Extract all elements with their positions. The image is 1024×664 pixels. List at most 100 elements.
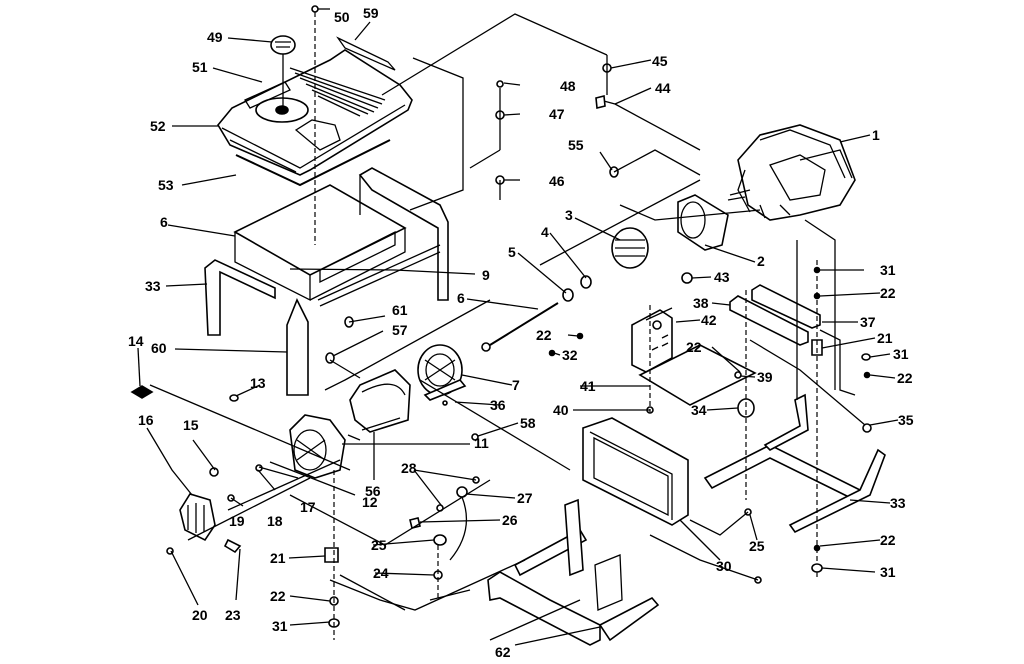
part-label: 45: [652, 53, 668, 69]
rotor: [611, 227, 649, 269]
part-label: 22: [880, 532, 896, 548]
part-labels: 50 59 49 51 52 53 6 33 9 61 57 60 14 13 …: [128, 5, 914, 660]
cradle-right-33: [703, 393, 886, 534]
tank-gasket: [235, 139, 391, 187]
part-label: 2: [757, 253, 765, 269]
part-label: 38: [693, 295, 709, 311]
end-grille-16: [179, 493, 216, 542]
part-label: 21: [877, 330, 893, 346]
stator-housing: [677, 194, 729, 251]
fuel-tank: [217, 36, 413, 176]
base-rail-37: [751, 284, 821, 329]
assembly-lines: [149, 13, 866, 641]
base-rail-38: [729, 295, 809, 346]
part-label: 34: [691, 402, 707, 418]
part-label: 22: [897, 370, 913, 386]
part-label: 31: [880, 262, 896, 278]
part-label: 11: [474, 435, 489, 451]
part-label: 32: [562, 347, 578, 363]
part-label: 24: [373, 565, 389, 581]
tank-tray: [233, 184, 407, 302]
part-label: 7: [512, 377, 520, 393]
part-label: 26: [502, 512, 518, 528]
part-label: 18: [267, 513, 283, 529]
part-label: 59: [363, 5, 379, 21]
washer-5: [562, 288, 574, 302]
part-label: 1: [872, 127, 880, 143]
brush-holder-14: [130, 385, 154, 399]
side-panel: [286, 298, 309, 396]
part-label: 19: [229, 513, 245, 529]
hardware: [166, 5, 872, 640]
part-label: 44: [655, 80, 671, 96]
part-label: 37: [860, 314, 876, 330]
part-label: 15: [183, 417, 199, 433]
cradle-left-62: [487, 498, 660, 646]
part-label: 6: [457, 290, 465, 306]
part-label: 35: [898, 412, 914, 428]
part-label: 3: [565, 207, 573, 223]
part-label: 14: [128, 333, 144, 349]
part-label: 58: [520, 415, 536, 431]
part-label: 31: [893, 346, 909, 362]
washer-4: [580, 275, 592, 289]
part-label: 36: [490, 397, 506, 413]
part-label: 47: [549, 106, 565, 122]
part-label: 22: [270, 588, 286, 604]
control-panel-42: [631, 307, 673, 373]
part-label: 46: [549, 173, 565, 189]
fuel-cap: [270, 35, 296, 108]
cover-56: [349, 369, 411, 433]
through-bolt: [481, 302, 559, 352]
part-label: 21: [270, 550, 286, 566]
part-label: 5: [508, 244, 516, 260]
part-label: 22: [880, 285, 896, 301]
part-label: 50: [334, 9, 350, 25]
part-label: 56: [365, 483, 381, 499]
part-label: 41: [580, 378, 596, 394]
part-label: 16: [138, 412, 154, 428]
muffler-30: [582, 417, 689, 526]
part-label: 31: [880, 564, 896, 580]
part-label: 6: [160, 214, 168, 230]
part-label: 43: [714, 269, 730, 285]
part-label: 23: [225, 607, 241, 623]
part-label: 60: [151, 340, 167, 356]
part-label: 28: [401, 460, 417, 476]
part-label: 39: [757, 369, 773, 385]
end-bell-7: [417, 344, 463, 396]
part-label: 12: [362, 494, 378, 510]
tank-vent-ribs: [289, 67, 386, 117]
part-label: 53: [158, 177, 174, 193]
part-label: 25: [371, 537, 387, 553]
part-label: 27: [517, 490, 533, 506]
part-label: 9: [482, 267, 490, 283]
fan-housing: [289, 414, 346, 479]
part-label: 49: [207, 29, 223, 45]
part-label: 20: [192, 607, 208, 623]
part-label: 17: [300, 499, 316, 515]
part-label: 30: [716, 558, 732, 574]
part-label: 33: [145, 278, 161, 294]
part-label: 22: [536, 327, 552, 343]
part-label: 42: [701, 312, 717, 328]
bracket-36: [423, 379, 467, 401]
part-label: 22: [686, 339, 702, 355]
part-label: 25: [749, 538, 765, 554]
part-label: 13: [250, 375, 266, 391]
part-label: 57: [392, 322, 408, 338]
part-label: 61: [392, 302, 408, 318]
part-label: 52: [150, 118, 166, 134]
frame-tube: [204, 167, 449, 336]
part-label: 4: [541, 224, 549, 240]
leader-lines: [137, 8, 899, 646]
part-label: 33: [890, 495, 906, 511]
part-label: 51: [192, 59, 208, 75]
engine-block: [727, 124, 856, 221]
part-label: 55: [568, 137, 584, 153]
part-label: 40: [553, 402, 569, 418]
part-label: 48: [560, 78, 576, 94]
part-label: 31: [272, 618, 288, 634]
